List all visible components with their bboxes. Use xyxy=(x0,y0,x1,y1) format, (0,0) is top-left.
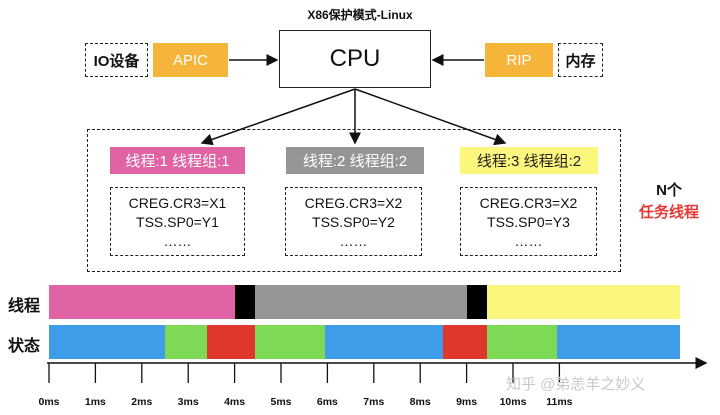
state-segment-1 xyxy=(49,325,165,359)
state-segment-8 xyxy=(557,325,681,359)
state-segment-2 xyxy=(165,325,207,359)
diagram-title: X86保护模式-Linux xyxy=(307,8,413,22)
n-tasks-text: 任务线程 xyxy=(638,204,699,221)
tick-label-0: 0ms xyxy=(38,396,60,408)
thread-2-ellipsis: …… xyxy=(339,233,368,249)
tick-label-6: 6ms xyxy=(316,396,338,408)
tick-label-4: 4ms xyxy=(224,396,246,408)
thread-segment-1 xyxy=(49,285,235,319)
tick-label-2: 2ms xyxy=(131,396,153,408)
cpu-to-thread1-arrow xyxy=(200,88,356,146)
tick-label-8: 8ms xyxy=(409,396,431,408)
thread-2-details: CREG.CR3=X2 TSS.SP0=Y2 …… xyxy=(285,187,422,256)
thread-2-sp0: TSS.SP0=Y2 xyxy=(312,214,395,230)
tick-label-11: 11ms xyxy=(546,396,573,408)
tick-label-7: 7ms xyxy=(363,396,385,408)
apic-box: APIC xyxy=(153,43,228,77)
thread-2-cr3: CREG.CR3=X2 xyxy=(304,195,403,211)
state-bar xyxy=(49,325,683,359)
state-segment-3 xyxy=(206,325,256,359)
thread-3-label: 线程:3 线程组:2 xyxy=(460,147,598,174)
tick-label-9: 9ms xyxy=(456,396,478,408)
row-label-state: 状态 xyxy=(8,338,41,355)
row-label-thread: 线程 xyxy=(8,298,41,315)
tick-label-10: 10ms xyxy=(499,396,527,408)
thread-segment-5 xyxy=(487,285,681,319)
thread-1-ellipsis: …… xyxy=(163,233,192,249)
n-tasks-count: N个 xyxy=(656,182,682,199)
tick-label-5: 5ms xyxy=(270,396,292,408)
state-segment-4 xyxy=(255,325,326,359)
cpu-to-thread3-arrow xyxy=(354,88,507,146)
thread-3-cr3: CREG.CR3=X2 xyxy=(479,195,578,211)
thread-1-details: CREG.CR3=X1 TSS.SP0=Y1 …… xyxy=(110,187,245,256)
tick-label-1: 1ms xyxy=(84,396,106,408)
n-tasks-note: N个 任务线程 xyxy=(624,180,714,224)
tick-label-3: 3ms xyxy=(177,396,199,408)
cpu-box: CPU xyxy=(279,30,431,88)
io-device-box: IO设备 xyxy=(85,43,148,77)
rip-box: RIP xyxy=(485,43,553,77)
thread-container xyxy=(87,129,621,272)
thread-segment-3 xyxy=(255,285,467,319)
thread-3-ellipsis: …… xyxy=(514,233,543,249)
thread-2-label: 线程:2 线程组:2 xyxy=(286,147,424,174)
state-segment-7 xyxy=(487,325,558,359)
state-segment-5 xyxy=(325,325,444,359)
thread-1-sp0: TSS.SP0=Y1 xyxy=(136,214,219,230)
thread-1-label: 线程:1 线程组:1 xyxy=(110,147,245,174)
thread-1-cr3: CREG.CR3=X1 xyxy=(128,195,227,211)
state-segment-6 xyxy=(443,325,488,359)
thread-3-sp0: TSS.SP0=Y3 xyxy=(487,214,570,230)
thread-bar xyxy=(49,285,683,319)
thread-3-details: CREG.CR3=X2 TSS.SP0=Y3 …… xyxy=(460,187,597,256)
memory-box: 内存 xyxy=(558,43,603,77)
watermark: 知乎 @弟恙羊之妙义 xyxy=(506,376,646,393)
thread-segment-2 xyxy=(234,285,256,319)
thread-segment-4 xyxy=(466,285,488,319)
